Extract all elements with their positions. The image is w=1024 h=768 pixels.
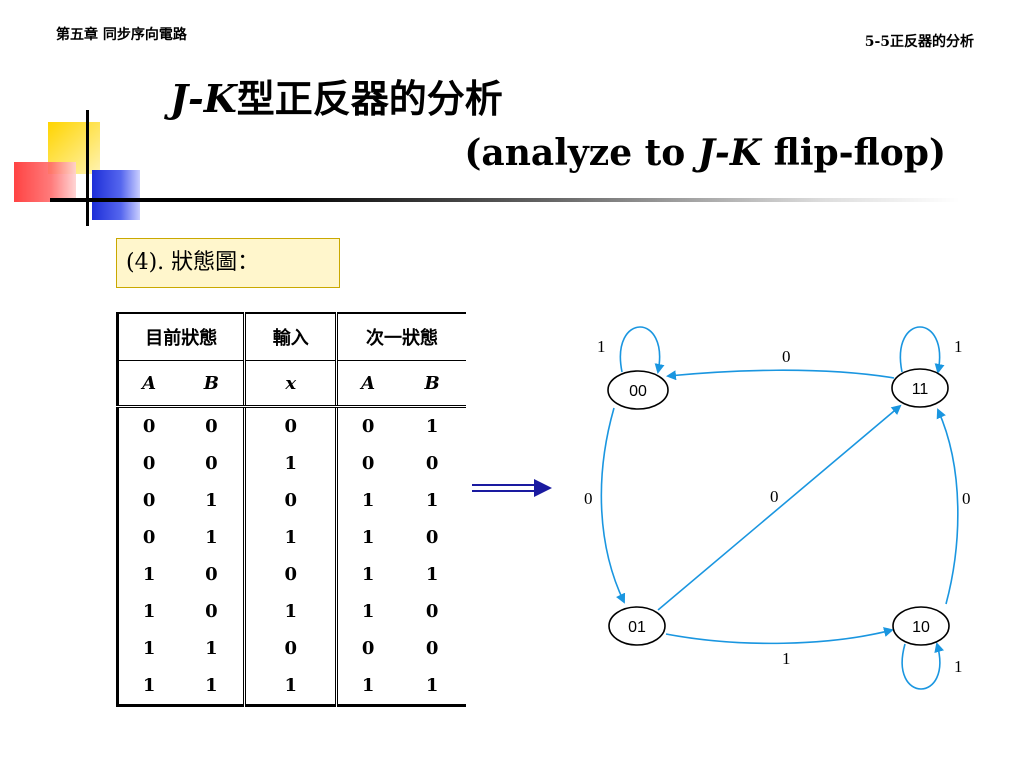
state-node-01: 01	[608, 606, 666, 646]
edge-00-01	[600, 407, 626, 604]
cell-cur-b: 0	[205, 601, 218, 622]
cell-cur-b: 1	[205, 527, 218, 548]
title-en-suffix: flip-flop)	[761, 132, 946, 174]
cell-input-x: 1	[243, 593, 337, 630]
cell-next-b: 0	[425, 453, 439, 474]
chapter-title: 第五章 同步序向電路	[56, 27, 187, 43]
cell-next-a: 0	[335, 406, 399, 445]
cell-next-b: 0	[425, 527, 439, 548]
edge-10-10	[901, 642, 944, 690]
section-label-box: (4). 狀態圖：	[116, 238, 340, 288]
slide-title-cn: J-K型正反器的分析	[170, 68, 503, 123]
title-divider	[50, 198, 960, 202]
cell-input-x: 0	[243, 630, 337, 667]
cell-next-a: 0	[335, 630, 399, 667]
cell-cur-a: 0	[116, 445, 180, 482]
subheader-b: B	[179, 360, 245, 408]
section-title: 5-5正反器的分析	[864, 34, 974, 50]
cell-input-x: 1	[243, 519, 337, 556]
label-00-01: 0	[584, 489, 593, 508]
label-10-10: 1	[954, 657, 963, 676]
state-node-10: 10	[892, 606, 950, 646]
cell-input-x: 1	[243, 445, 337, 482]
slide-title-en: (analyze to J-K flip-flop)	[464, 132, 946, 174]
double-arrow-icon	[472, 479, 552, 497]
state-label-01: 01	[628, 619, 646, 636]
cell-input-x: 0	[243, 482, 337, 519]
cell-cur-b: 1	[179, 667, 245, 707]
edge-11-00	[666, 369, 895, 381]
title-en-jk: J-K	[697, 132, 762, 174]
edge-01-11	[657, 404, 902, 611]
cell-next-a: 1	[335, 667, 399, 707]
label-01-11: 0	[770, 487, 779, 506]
subheader-x: x	[243, 360, 337, 408]
header-input: 輸入	[243, 312, 337, 361]
cell-next-b: 1	[425, 564, 439, 585]
cell-input-x: 1	[243, 667, 337, 707]
subheader-next-a: A	[335, 360, 399, 408]
state-diagram: 00 11 01 10 1 1 0 0 0 0 1 1	[584, 326, 971, 690]
cell-cur-b: 0	[205, 416, 218, 437]
header-current-state: 目前狀態	[115, 312, 245, 361]
edge-11-11	[899, 326, 945, 374]
subheader-a: A	[116, 360, 180, 408]
label-10-11: 0	[962, 489, 971, 508]
label-11-00: 0	[782, 347, 791, 366]
cell-input-x: 0	[243, 406, 337, 445]
cell-cur-a: 0	[116, 519, 180, 556]
cell-cur-b: 0	[205, 564, 218, 585]
label-00-00: 1	[597, 337, 606, 356]
edge-00-00	[619, 326, 665, 374]
cell-next-b: 0	[425, 601, 439, 622]
cell-cur-b: 0	[205, 453, 218, 474]
state-node-00: 00	[607, 370, 669, 410]
logo-red-block	[14, 162, 76, 202]
cell-cur-a: 1	[116, 630, 180, 667]
state-label-00: 00	[629, 383, 647, 400]
cell-next-b: 1	[398, 667, 466, 707]
cell-next-a: 1	[335, 482, 399, 519]
label-11-11: 1	[954, 337, 963, 356]
cell-next-b: 1	[425, 490, 439, 511]
title-en-prefix: (analyze to	[464, 132, 698, 174]
cell-cur-b: 1	[205, 490, 218, 511]
edge-10-11	[936, 408, 959, 605]
subheader-next-b: B	[398, 360, 466, 408]
cell-next-b: 0	[425, 638, 439, 659]
logo-blue-block	[92, 170, 140, 220]
cell-cur-a: 0	[116, 482, 180, 519]
cell-input-x: 0	[243, 556, 337, 593]
cell-next-a: 1	[335, 519, 399, 556]
label-01-10: 1	[782, 649, 791, 668]
state-node-11: 11	[891, 368, 949, 408]
edge-01-10	[665, 627, 894, 645]
state-label-10: 10	[912, 619, 930, 636]
cell-cur-b: 1	[205, 638, 218, 659]
cell-next-a: 1	[335, 593, 399, 630]
logo-vertical-line	[86, 110, 89, 226]
cell-next-a: 0	[335, 445, 399, 482]
cell-next-b: 1	[425, 416, 439, 437]
cell-cur-a: 1	[116, 556, 180, 593]
header-next-state: 次一狀態	[335, 312, 466, 361]
title-jk-italic: J-K	[170, 76, 237, 121]
cell-next-a: 1	[335, 556, 399, 593]
cell-cur-a: 1	[116, 593, 180, 630]
title-cn-text: 型正反器的分析	[236, 76, 503, 121]
state-label-11: 11	[912, 381, 929, 398]
cell-cur-a: 0	[116, 406, 180, 445]
cell-cur-a: 1	[116, 667, 180, 707]
